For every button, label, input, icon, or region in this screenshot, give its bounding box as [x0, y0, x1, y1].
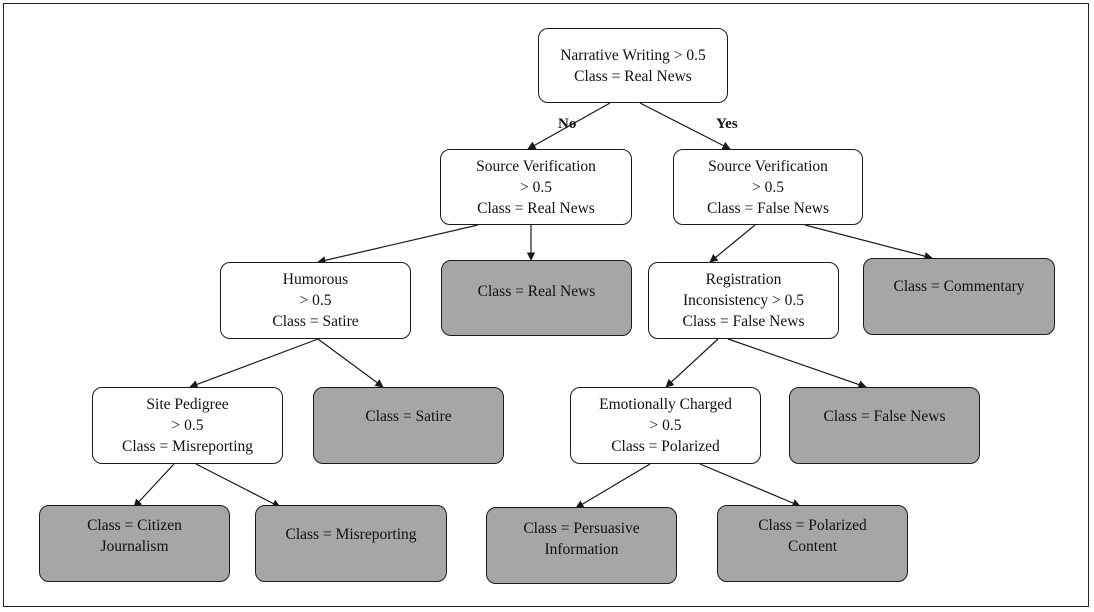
- leaf-false-news: Class = False News: [789, 387, 980, 464]
- leaf-citizen-journalism: Class = Citizen Journalism: [39, 505, 230, 582]
- edge-root-sv-yes: [639, 102, 731, 150]
- node-line: Narrative Writing > 0.5: [560, 46, 706, 64]
- node-line: Class = Misreporting: [285, 526, 417, 543]
- node-line: Inconsistency > 0.5: [682, 292, 805, 309]
- node-line: Class = False News: [707, 199, 829, 217]
- node-line: Class = Polarized: [758, 517, 867, 534]
- leaf-persuasive-information: Class = Persuasive Information: [486, 507, 677, 584]
- node-line: Class = Satire: [365, 408, 452, 425]
- edge-label-no: No: [558, 116, 577, 132]
- edge-emotional-leaf-polarized: [699, 463, 801, 507]
- node-line: Class = False News: [823, 408, 946, 425]
- edge-label-yes: Yes: [716, 116, 738, 132]
- node-line: Registration: [705, 271, 782, 288]
- edge-svyes-leaf-commentary: [804, 224, 933, 261]
- node-line: Class = False News: [682, 313, 805, 330]
- node-line: > 0.5: [649, 417, 682, 434]
- leaf-real-news: Class = Real News: [441, 260, 632, 336]
- edge-sitepedigree-leaf-citizen: [133, 463, 175, 508]
- node-line: Source Verification: [476, 157, 596, 175]
- figure-frame: [3, 3, 1089, 607]
- node-line: Information: [544, 541, 619, 558]
- node-humorous: Humorous > 0.5 Class = Satire: [220, 262, 411, 339]
- leaf-misreporting: Class = Misreporting: [255, 505, 447, 582]
- node-emotionally-charged: Emotionally Charged > 0.5 Class = Polari…: [570, 387, 761, 464]
- edge-emotional-leaf-persuasive: [575, 463, 651, 509]
- node-line: Class = Polarized: [611, 438, 720, 455]
- edge-root-sv-no: [527, 102, 611, 150]
- edge-svno-humorous: [317, 224, 479, 265]
- node-line: Class = Real News: [477, 283, 596, 300]
- node-line: Journalism: [100, 538, 169, 555]
- node-line: Class = Commentary: [893, 278, 1025, 295]
- node-line: Source Verification: [708, 157, 828, 175]
- node-line: Humorous: [282, 271, 349, 288]
- node-line: Site Pedigree: [146, 396, 229, 413]
- node-line: Class = Real News: [477, 199, 595, 217]
- leaf-polarized-content: Class = Polarized Content: [717, 505, 908, 582]
- node-line: Emotionally Charged: [599, 396, 732, 413]
- node-registration-inconsistency: Registration Inconsistency > 0.5 Class =…: [648, 262, 839, 339]
- node-line: Class = Satire: [272, 313, 359, 330]
- node-line: > 0.5: [171, 417, 204, 434]
- node-line: > 0.5: [752, 178, 784, 196]
- edge-sitepedigree-leaf-misreporting: [195, 463, 281, 508]
- edge-registration-leaf-false-news: [727, 338, 867, 389]
- leaf-satire: Class = Satire: [313, 387, 504, 464]
- edge-registration-emotional: [665, 338, 719, 388]
- node-line: Class = Citizen: [87, 517, 182, 534]
- node-line: Class = Misreporting: [121, 438, 254, 455]
- edge-svyes-registration: [709, 224, 756, 263]
- node-line: Class = Persuasive: [523, 520, 640, 537]
- node-source-verification-yes: Source Verification > 0.5 Class = False …: [673, 149, 863, 225]
- edge-humorous-leaf-satire: [317, 338, 384, 388]
- node-source-verification-no: Source Verification > 0.5 Class = Real N…: [440, 149, 632, 225]
- edge-humorous-site-pedigree: [189, 338, 319, 389]
- leaf-commentary: Class = Commentary: [863, 258, 1055, 335]
- node-line: Class = Real News: [574, 67, 692, 85]
- node-line: > 0.5: [520, 178, 552, 196]
- node-line: Content: [787, 538, 838, 555]
- node-narrative-writing: Narrative Writing > 0.5 Class = Real New…: [538, 28, 728, 103]
- node-line: > 0.5: [299, 292, 332, 309]
- node-site-pedigree: Site Pedigree > 0.5 Class = Misreporting: [92, 387, 283, 464]
